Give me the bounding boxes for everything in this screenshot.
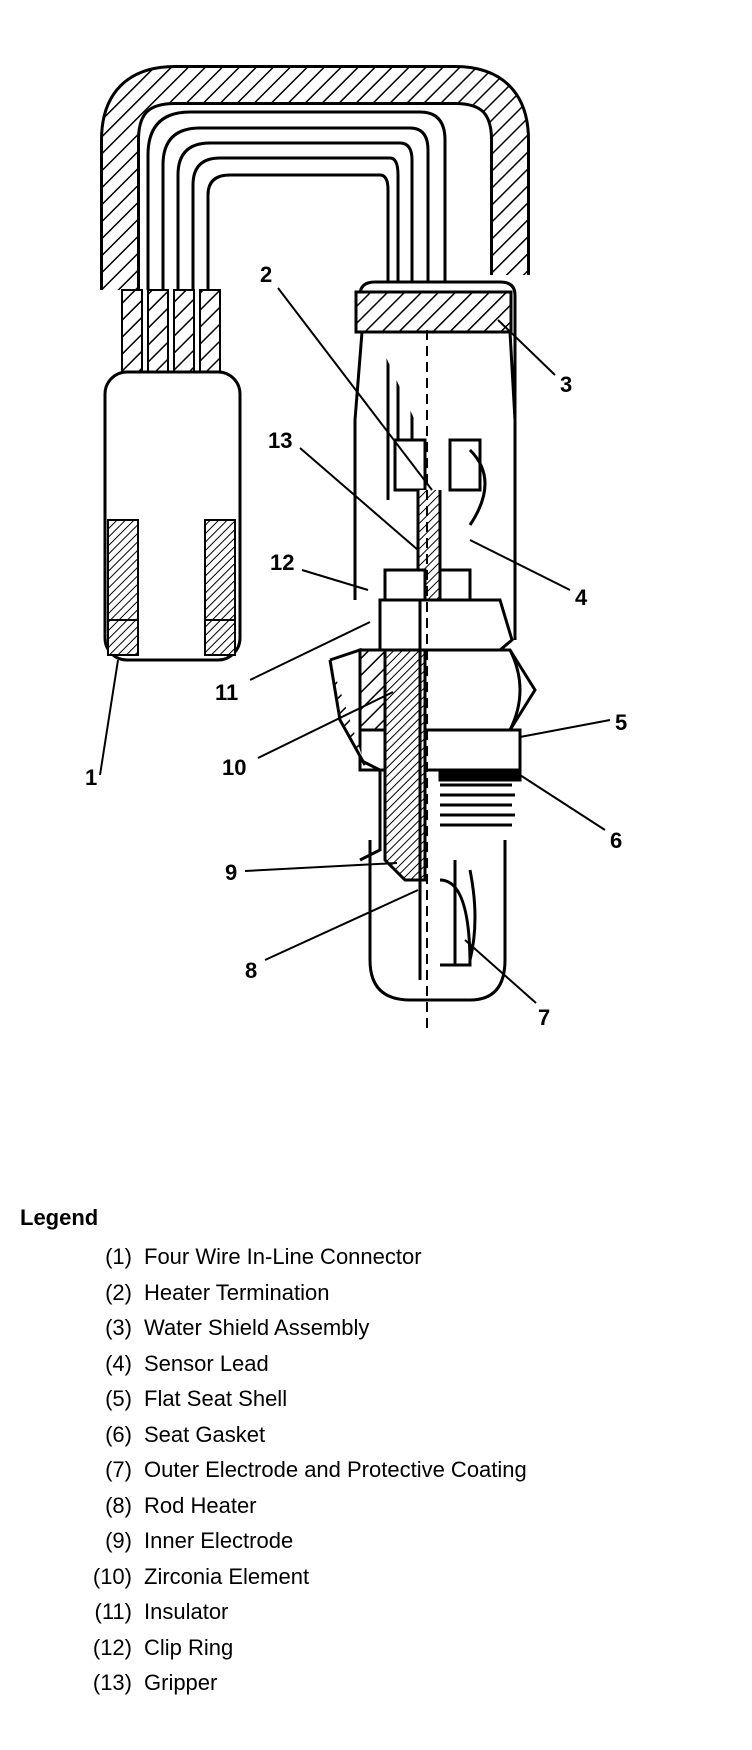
- legend-item-text: Inner Electrode: [144, 1528, 294, 1553]
- callout-12: 12: [270, 550, 294, 575]
- legend-item-text: Heater Termination: [144, 1279, 330, 1305]
- callout-2: 2: [260, 262, 272, 287]
- legend-item: (9) Inner Electrode: [20, 1523, 527, 1559]
- legend-item-number: (8): [105, 1492, 132, 1518]
- legend-item: (13) Gripper: [20, 1665, 527, 1701]
- legend-item-text: Outer Electrode and Protective Coating: [144, 1457, 527, 1482]
- in-line-connector: [103, 370, 242, 662]
- legend-item-text: Water Shield Assembly: [144, 1315, 370, 1340]
- legend-item: (6) Seat Gasket: [20, 1417, 527, 1453]
- cable-bundle: [100, 65, 530, 500]
- callout-8: 8: [245, 958, 257, 983]
- legend-item-number: (3): [105, 1315, 132, 1340]
- legend-item-text: Zirconia Element: [144, 1563, 310, 1589]
- sensor-body: [328, 280, 537, 1030]
- legend-item-number: (13): [92, 1670, 132, 1695]
- legend-item-number: (10): [92, 1563, 132, 1589]
- legend-item-text: Insulator: [144, 1599, 229, 1624]
- legend-item-text: Clip Ring: [144, 1634, 234, 1660]
- legend-item-number: (7): [105, 1457, 132, 1482]
- legend-item-text: Sensor Lead: [144, 1350, 269, 1376]
- legend-item: (2) Heater Termination: [20, 1275, 527, 1311]
- legend-item-number: (1): [105, 1244, 132, 1269]
- legend-item: (5) Flat Seat Shell: [20, 1381, 527, 1417]
- legend-item-text: Seat Gasket: [144, 1421, 266, 1447]
- legend-item-text: Gripper: [144, 1670, 218, 1695]
- legend-item-number: (6): [105, 1421, 132, 1447]
- legend-item: (7) Outer Electrode and Protective Coatin…: [20, 1452, 527, 1488]
- callout-7: 7: [538, 1005, 550, 1030]
- legend-item-text: Four Wire In-Line Connector: [144, 1244, 422, 1269]
- legend-item-number: (9): [105, 1528, 132, 1553]
- callout-labels: 1 2 3 4 5 6 7 8 9 10 11 12 13: [85, 262, 627, 1030]
- legend-item-text: Rod Heater: [144, 1492, 257, 1518]
- legend-title: Legend: [20, 1205, 99, 1230]
- callout-11: 11: [215, 680, 238, 705]
- callout-9: 9: [225, 860, 237, 885]
- legend-item-number: (4): [105, 1350, 132, 1376]
- callout-3: 3: [560, 372, 572, 397]
- legend-item: (1) Four Wire In-Line Connector: [20, 1239, 527, 1275]
- legend-item-number: (11): [94, 1599, 133, 1624]
- legend-item-number: (2): [105, 1279, 132, 1305]
- legend-item: (10) Zirconia Element: [20, 1559, 527, 1595]
- leader-lines: [99, 287, 611, 1004]
- callout-4: 4: [575, 585, 588, 610]
- legend-item: (11) Insulator: [20, 1594, 527, 1630]
- callout-10: 10: [222, 755, 246, 780]
- oxygen-sensor-diagram: 1 2 3 4 5 6 7 8 9 10 11 12 13: [85, 65, 627, 1030]
- legend-item: (8) Rod Heater: [20, 1488, 527, 1524]
- legend-item: (4) Sensor Lead: [20, 1346, 527, 1382]
- legend-item-text: Flat Seat Shell: [144, 1386, 288, 1411]
- callout-6: 6: [610, 828, 622, 853]
- legend-list: (1) Four Wire In-Line Connector (2) Heater…: [20, 1239, 527, 1701]
- callout-13: 13: [268, 428, 292, 453]
- legend-item: (3) Water Shield Assembly: [20, 1310, 527, 1346]
- legend-item: (12) Clip Ring: [20, 1630, 527, 1666]
- legend-item-number: (5): [105, 1386, 132, 1411]
- legend-item-number: (12): [92, 1634, 132, 1660]
- callout-1: 1: [85, 765, 97, 790]
- callout-5: 5: [615, 710, 627, 735]
- legend: Legend (1) Four Wire In-Line Connector (2…: [20, 1205, 527, 1701]
